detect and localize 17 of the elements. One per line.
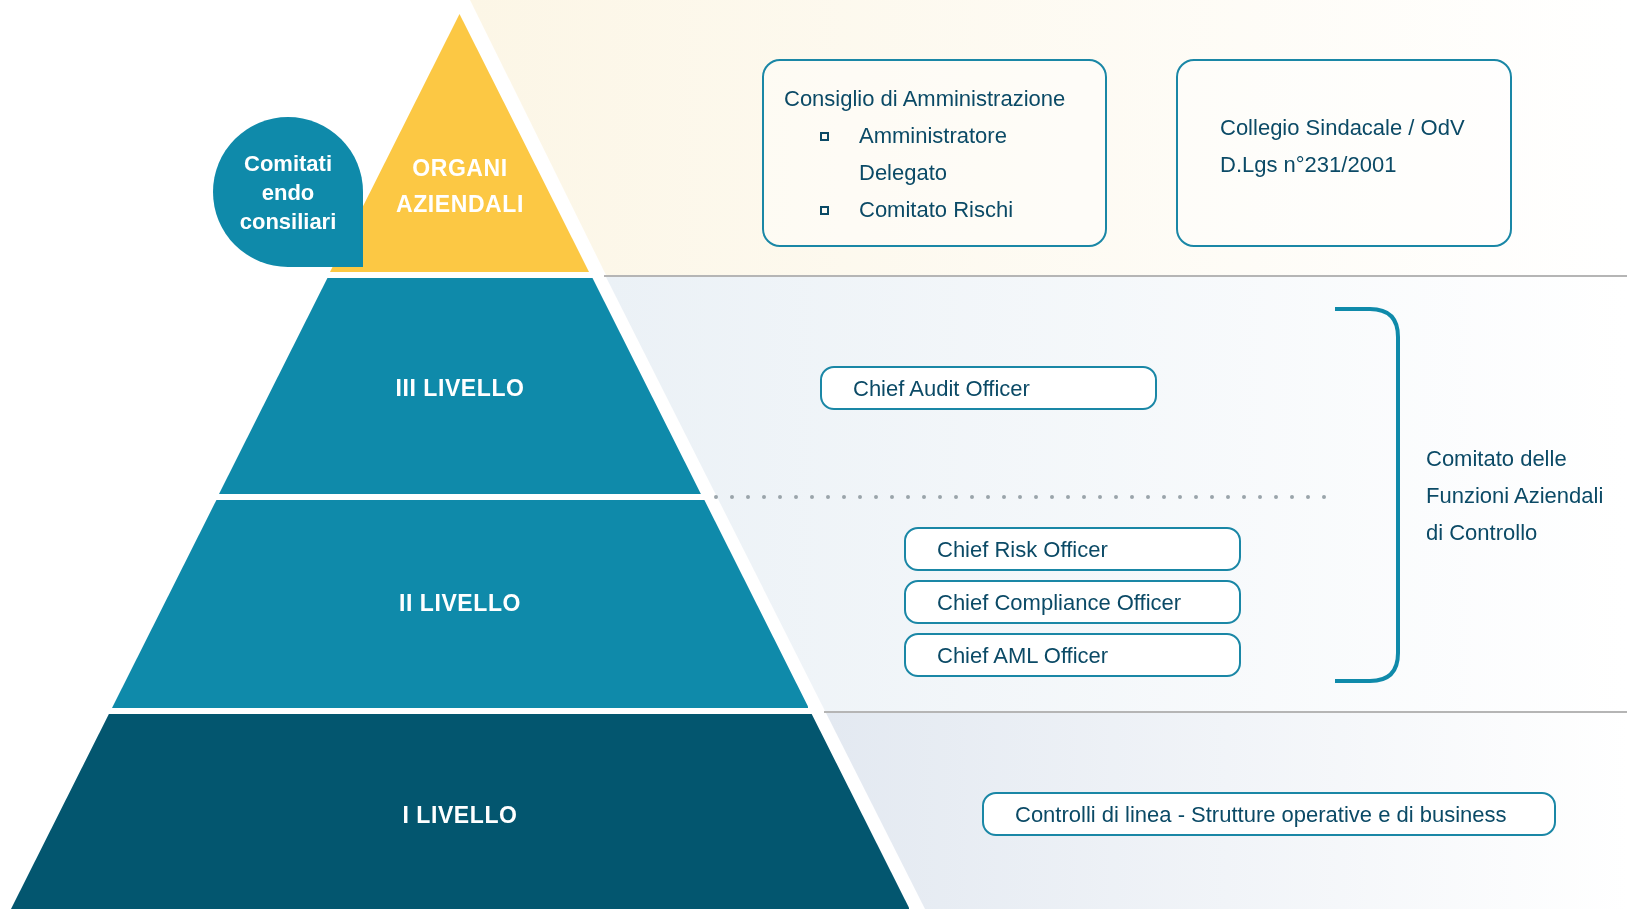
level-label: II LIVELLO [397, 589, 522, 618]
role-pill: Chief Compliance Officer [904, 580, 1241, 624]
bullet-item: Comitato Rischi [859, 196, 1015, 224]
role-pill: Chief AML Officer [904, 633, 1241, 677]
board-box [1176, 59, 1512, 247]
box-text: Collegio Sindacale / OdV D.Lgs n°231/2001 [1220, 114, 1466, 179]
level-label: I LIVELLO [401, 801, 519, 830]
role-pill: Controlli di linea - Strutture operative e di business [982, 792, 1556, 836]
role-pill: Chief Risk Officer [904, 527, 1241, 571]
board-title: Consiglio di Amministrazione [784, 85, 1067, 113]
bullet-item: Amministratore Delegato [859, 122, 1008, 187]
bracket-label: Comitato delle Funzioni Aziendali di Controllo [1426, 445, 1605, 547]
committee-label: Comitati endo consiliari [238, 149, 338, 236]
role-pill: Chief Audit Officer [820, 366, 1157, 410]
level-label: III LIVELLO [394, 374, 526, 403]
board-box [762, 59, 1107, 247]
level-label: ORGANI AZIENDALI [395, 154, 525, 219]
